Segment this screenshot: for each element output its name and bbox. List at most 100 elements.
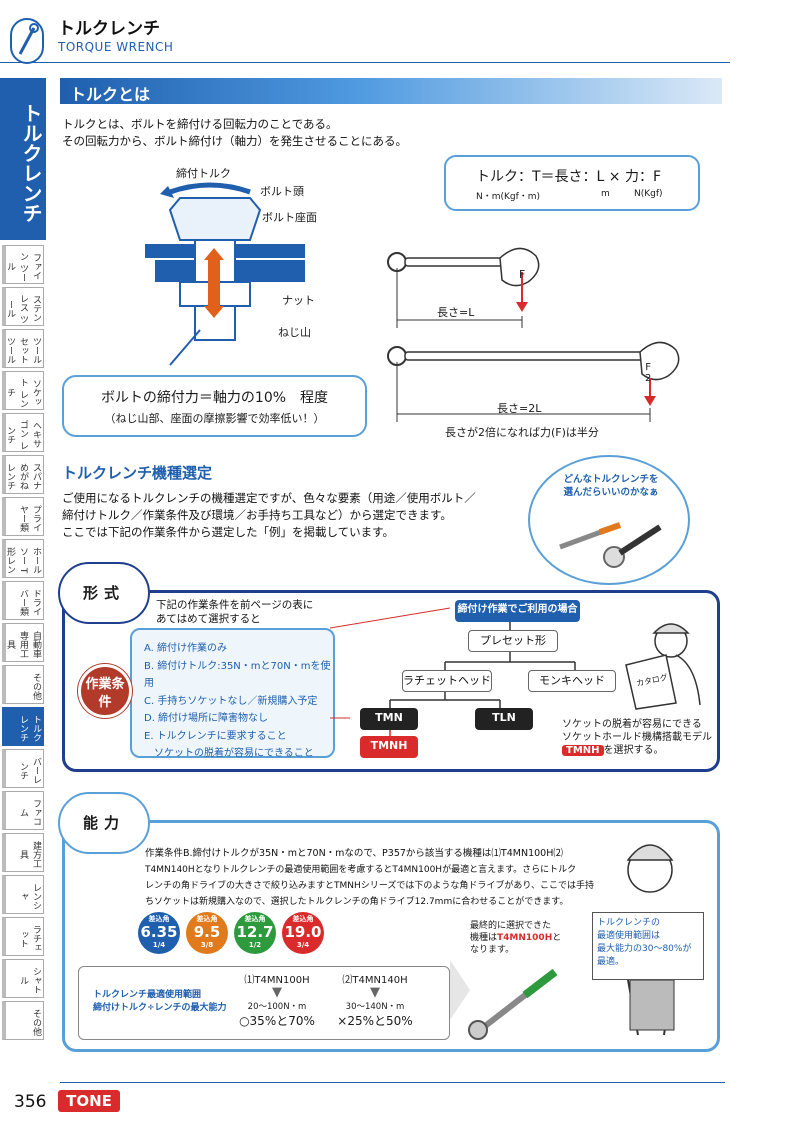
side-tab[interactable]: プライヤー類 <box>2 497 44 536</box>
question-bubble: どんなトルクレンチを 選んだらいいのかなぁ <box>528 455 690 585</box>
formula-unit-length: m <box>601 189 610 199</box>
side-tab[interactable]: トルクレンチ <box>2 707 44 746</box>
tree-tln: TLN <box>475 708 533 730</box>
side-tab[interactable]: ラチェット <box>2 917 44 956</box>
option1-arrow-icon: ▼ <box>272 985 282 1000</box>
side-tab[interactable]: ツールセット ツールケース <box>2 329 44 368</box>
form-note-1: ソケットの脱着が容易にできる <box>562 719 702 730</box>
bolt-diagram-svg <box>145 182 305 366</box>
tree-tmnh: TMNH <box>360 736 418 758</box>
option2-result: ×25%と50% <box>337 1014 413 1028</box>
note-card-2: 最適使用範囲は <box>597 931 661 941</box>
section-title-selection: トルクレンチ機種選定 <box>62 464 213 482</box>
side-tab[interactable]: スパナ めがねレンチ <box>2 455 44 494</box>
work-condition-badge: 作業条件 <box>78 664 132 718</box>
selection-text-2: 締付けトルク／作業条件及び環境／お手持ち工具など）から選定できます。 <box>62 508 452 522</box>
worker-with-catalog: カタログ <box>616 615 706 710</box>
badge-value: 19.0 <box>284 923 322 941</box>
tone-logo: TONE <box>58 1090 120 1112</box>
optimum-note-card: トルクレンチの 最適使用範囲は 最大能力の30〜80%が 最適。 <box>592 912 704 980</box>
form-intro-1: 下記の作業条件を前ページの表に <box>156 599 314 611</box>
bolt-force-box: ボルトの締付力＝軸力の10% 程度 （ねじ山部、座面の摩擦影響で効率低い！） <box>62 375 367 437</box>
side-tab[interactable]: その他 <box>2 1001 44 1040</box>
side-tab[interactable]: ソケット レンチ <box>2 371 44 410</box>
side-tab[interactable]: ホールソー T形レンチ <box>2 539 44 578</box>
worker-sign-illustration <box>626 844 675 1036</box>
badge-bottom: 1/4 <box>152 941 166 949</box>
note-card-3: 最大能力の30〜80%が <box>597 944 692 954</box>
side-tab[interactable]: ファイン ツール <box>2 245 44 284</box>
optimum-range-box: トルクレンチ最適使用範囲 締付けトルク÷レンチの最大能力 ⑴T4MN100H ▼… <box>78 966 450 1040</box>
formula-unit-torque: N・m(Kgf・m) <box>476 192 541 202</box>
condition-item: E. トルクレンチに要求すること <box>144 730 287 742</box>
length-label-l: 長さ=L <box>437 306 475 319</box>
final-note: 最終的に選択できた 機種はT4MN100Hと なります。 <box>470 920 561 956</box>
condition-item: B. 締付けトルク:35N・mと70N・mを使用 <box>144 660 331 690</box>
page-subtitle: TORQUE WRENCH <box>58 40 174 54</box>
length-caption: 長さが2倍になれば力(F)は半分 <box>445 426 599 439</box>
tree-preset: プレセット形 <box>468 630 558 652</box>
range-title: トルクレンチ最適使用範囲 締付けトルク÷レンチの最大能力 <box>93 989 227 1015</box>
badge-top: 差込角 <box>196 915 218 923</box>
badge-bottom: 3/4 <box>296 941 310 949</box>
option2-name: ⑵T4MN140H <box>342 975 408 986</box>
badge-top: 差込角 <box>148 915 170 923</box>
footer-divider <box>60 1082 725 1083</box>
formula-unit-force: N(Kgf) <box>634 189 663 199</box>
force-half-denominator: 2 <box>645 373 652 384</box>
torque-intro-1: トルクとは、ボルトを締付ける回転力のことである。 <box>62 117 338 131</box>
final-note-1: 最終的に選択できた <box>470 921 552 931</box>
option2-range: 30〜140N・m <box>345 1002 405 1012</box>
option1: ⑴T4MN100H ▼ 20〜100N・m ○35%と70% <box>235 971 319 1029</box>
worker-with-sign <box>608 830 698 1040</box>
side-tab[interactable]: ステンレス ツール <box>2 287 44 326</box>
selection-tree-lines <box>330 607 576 736</box>
side-tab[interactable]: その他 <box>2 665 44 704</box>
badge-top: 差込角 <box>292 915 314 923</box>
torque-intro-2: その回転力から、ボルト締付け（軸力）を発生させることにある。 <box>62 134 407 148</box>
side-tab[interactable]: ファコム <box>2 791 44 830</box>
capacity-label: 能力 <box>58 792 150 854</box>
side-tab[interactable]: レンシャ <box>2 875 44 914</box>
capacity-text-1: 作業条件B.締付けトルクが35N・mと70N・mなので、P357から該当する機種… <box>145 848 563 859</box>
force-label-half: F 2 <box>645 362 651 384</box>
condition-item: ソケットの脱着が容易にできること <box>144 748 314 759</box>
header-divider <box>0 62 730 63</box>
option1-name: ⑴T4MN100H <box>244 975 310 986</box>
final-note-3: なります。 <box>470 945 515 955</box>
question-bubble-text: どんなトルクレンチを 選んだらいいのかなぁ <box>563 474 659 498</box>
form-intro-2: あてはめて選択すると <box>156 613 261 625</box>
condition-item: A. 締付け作業のみ <box>144 643 228 654</box>
side-tab[interactable]: 建方工具 <box>2 833 44 872</box>
page-title: トルクレンチ <box>58 19 160 39</box>
tree-monkey: モンキヘッド <box>528 670 616 692</box>
label-nut: ナット <box>282 294 315 307</box>
wrench-illustration <box>559 522 662 568</box>
header-wrench-icon <box>10 18 44 64</box>
note-card-1: トルクレンチの <box>597 918 661 928</box>
capacity-text: 作業条件B.締付けトルクが35N・mと70N・mなので、P357から該当する機種… <box>145 846 600 910</box>
length-label-2l: 長さ=2L <box>497 402 542 415</box>
worker-illustration <box>625 623 701 710</box>
side-tab[interactable]: 自動車 専用工具 <box>2 623 44 662</box>
side-tab[interactable]: ドライバー類 <box>2 581 44 620</box>
side-tab[interactable]: ヘキサゴン レンチ <box>2 413 44 452</box>
label-torque: 締付トルク <box>176 167 231 180</box>
tree-ratchet: ラチェットヘッド <box>402 670 492 692</box>
side-tab[interactable]: シャトル <box>2 959 44 998</box>
option2-arrow-icon: ▼ <box>370 985 380 1000</box>
final-wrench-illustration <box>430 960 558 1040</box>
side-main-tab[interactable]: トルクレンチ <box>0 78 46 240</box>
side-tab[interactable]: バーレンチ <box>2 749 44 788</box>
badge-top: 差込角 <box>244 915 266 923</box>
final-note-model: T4MN100H <box>497 933 553 943</box>
force-half-numerator: F <box>645 362 652 373</box>
capacity-text-3: レンチの角ドライブの大きさで絞り込みますとTMNHシリーズでは下のような角ドライ… <box>145 881 594 891</box>
range-title-1: トルクレンチ最適使用範囲 <box>93 990 202 1000</box>
wrench-diagram-svg <box>387 247 680 422</box>
option1-result: ○35%と70% <box>239 1014 315 1028</box>
bolt-force-text: ボルトの締付力＝軸力の10% 程度 <box>100 390 329 406</box>
